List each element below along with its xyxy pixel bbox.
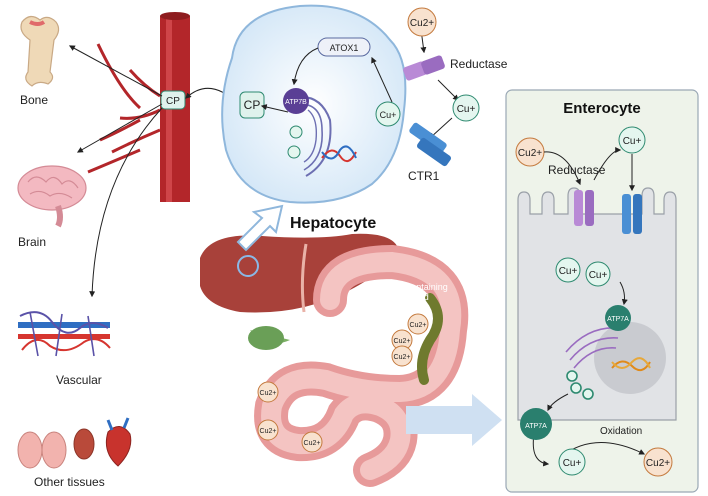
zoom-arrow-enterocyte: [406, 394, 502, 446]
enterocyte-cu-bottom-label: Cu+: [563, 458, 582, 469]
gut-cu2-2-label: Cu2+: [394, 338, 411, 345]
gut-cu2-5-label: Cu2+: [260, 428, 277, 435]
bone-label: Bone: [20, 93, 48, 107]
cu-in-label: Cu+: [380, 110, 397, 120]
enterocyte-dna-icon: [611, 357, 651, 372]
gut-cu2-6-label: Cu2+: [304, 440, 321, 447]
hepatocyte-arrows: [260, 21, 459, 139]
enterocyte-cu-a: Cu+: [555, 257, 581, 283]
atp7b-protein: ATP7B: [283, 88, 309, 114]
intestine-organ: [254, 244, 469, 487]
enterocyte-cu2-top: Cu2+: [515, 137, 545, 167]
ctr1-label: CTR1: [408, 169, 440, 183]
cu-out-circle: Cu+: [452, 94, 480, 122]
atox1-box: ATOX1: [317, 37, 371, 57]
enterocyte-cu-b-label: Cu+: [589, 270, 608, 281]
cu-out-label: Cu+: [457, 104, 476, 115]
cu2-hepatocyte-label: Cu2+: [410, 18, 434, 29]
enterocyte-cu2-top-label: Cu2+: [518, 148, 542, 159]
gut-cu2-1: Cu2+: [407, 313, 429, 335]
enterocyte-cu-top-label: Cu+: [623, 136, 642, 147]
gut-cu2-6: Cu2+: [301, 431, 323, 453]
gut-cu2-1-label: Cu2+: [410, 322, 427, 329]
other-tissues-label: Other tissues: [34, 475, 105, 489]
food-label-1: Cu-containing: [392, 282, 448, 292]
enterocyte-cu2-bottom-label: Cu2+: [646, 458, 670, 469]
atp7a-base: ATP7A: [520, 408, 552, 440]
bone-icon: [20, 15, 60, 87]
gut-cu2-4-label: Cu2+: [260, 390, 277, 397]
enterocyte-arrows: [532, 147, 646, 467]
gut-cu2-3: Cu2+: [391, 345, 413, 367]
hepatocyte-zoom-arrow: [236, 204, 284, 252]
vascular-icon: [18, 311, 111, 357]
enterocyte-golgi: [565, 327, 619, 400]
other-tissues-icon: [17, 417, 132, 469]
enterocyte-reductase-label: Reductase: [548, 163, 606, 177]
enterocyte-transporter: [622, 194, 642, 234]
enterocyte-reductase-protein: [574, 190, 594, 226]
cp-vessel-label: CP: [166, 96, 180, 107]
cu2-hepatocyte-circle: Cu2+: [407, 7, 437, 37]
gut-cu2-2: Cu2+: [391, 329, 413, 351]
hepatocyte-reductase-protein: [403, 55, 445, 81]
atp7a-base-label: ATP7A: [525, 423, 547, 430]
enterocyte-cu-bottom: Cu+: [558, 448, 586, 476]
atp7a-golgi-label: ATP7A: [607, 316, 629, 323]
enterocyte-cu-b: Cu+: [585, 261, 611, 287]
food-label-2: food: [411, 292, 429, 302]
brain-icon: [17, 165, 87, 228]
atp7a-golgi: ATP7A: [605, 305, 631, 331]
hepatocyte-reductase-label: Reductase: [450, 57, 508, 71]
gut-cu2-3-label: Cu2+: [394, 354, 411, 361]
enterocyte-cu-a-label: Cu+: [559, 266, 578, 277]
enterocyte-cu-top: Cu+: [618, 126, 646, 154]
vascular-label: Vascular: [56, 373, 102, 387]
hepatocyte-title: Hepatocyte: [290, 215, 376, 232]
brain-label: Brain: [18, 235, 46, 249]
gut-cu2-4: Cu2+: [257, 381, 279, 403]
cp-vessel-box: CP: [160, 90, 186, 110]
cp-cell-box: CP: [239, 91, 265, 119]
ctr1-protein: [409, 122, 452, 167]
atox1-label: ATOX1: [330, 43, 359, 53]
cp-cell-label: CP: [244, 98, 261, 112]
cu-in-circle: Cu+: [375, 101, 401, 127]
organ-arrows: [68, 45, 239, 298]
enterocyte-panel: [505, 89, 699, 493]
oxidation-label: Oxidation: [600, 426, 642, 437]
enterocyte-cu2-bottom: Cu2+: [643, 447, 673, 477]
gut-cu2-5: Cu2+: [257, 419, 279, 441]
atp7b-label: ATP7B: [285, 99, 307, 106]
enterocyte-title: Enterocyte: [563, 100, 641, 117]
